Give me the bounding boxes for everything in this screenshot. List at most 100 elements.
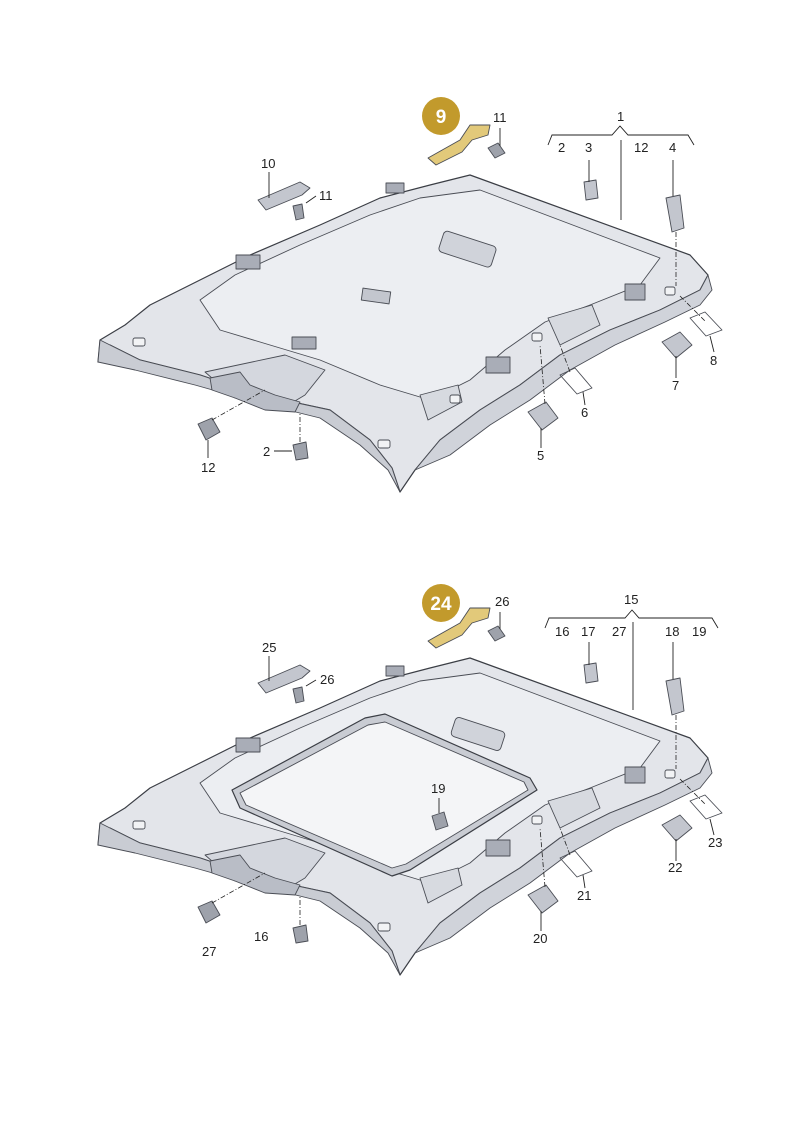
label-20: 20 <box>533 931 547 946</box>
bracket-part-25 <box>257 664 311 694</box>
badge-24 <box>422 584 460 622</box>
label-18: 18 <box>665 624 679 639</box>
dash-a2 <box>679 295 707 323</box>
dome-lamp-opening-b <box>450 717 506 751</box>
label-2b: 2 <box>263 444 270 459</box>
lead-11b <box>305 195 317 204</box>
label-1: 1 <box>617 109 624 124</box>
console-bracket-a <box>209 371 301 413</box>
label-23: 23 <box>708 835 722 850</box>
headliner-rear-flange-b <box>414 757 713 954</box>
label-25: 25 <box>262 640 276 655</box>
u-clip-part-6 <box>559 367 593 395</box>
hole-a5 <box>449 394 461 404</box>
headliner-assembly-a: 9 1 2 3 12 4 11 10 11 8 7 6 5 12 2 <box>97 97 723 493</box>
block-a5 <box>385 182 405 194</box>
label-27: 27 <box>612 624 626 639</box>
clip-part-2 <box>292 441 309 461</box>
label-6: 6 <box>581 405 588 420</box>
handle-recess-a2 <box>419 384 463 421</box>
label-10: 10 <box>261 156 275 171</box>
handle-recess-b2 <box>419 867 463 904</box>
label-8: 8 <box>710 353 717 368</box>
lead-8 <box>709 335 715 353</box>
lead-26b <box>305 679 317 687</box>
group-bracket-15 <box>544 609 719 629</box>
label-2: 2 <box>558 140 565 155</box>
block-b4 <box>624 766 646 784</box>
center-block-a <box>360 287 392 305</box>
label-21: 21 <box>577 888 591 903</box>
badge-9-text: 9 <box>436 107 447 128</box>
hole-a2 <box>377 439 391 449</box>
badge-24-text: 24 <box>430 594 452 615</box>
label-16: 16 <box>555 624 569 639</box>
block-b5 <box>385 665 405 677</box>
label-19b: 19 <box>431 781 445 796</box>
label-27b: 27 <box>202 944 216 959</box>
hole-b4 <box>664 769 676 779</box>
bracket-part-10 <box>257 181 311 211</box>
dome-lamp-opening-a <box>438 230 497 268</box>
clip-part-3 <box>583 179 599 201</box>
label-12b: 12 <box>201 460 215 475</box>
block-a2 <box>291 336 317 350</box>
badge-9 <box>422 97 460 135</box>
block-a3 <box>485 356 511 374</box>
clip-part-18 <box>665 677 685 716</box>
lead-6 <box>582 391 586 406</box>
hole-b3 <box>531 815 543 825</box>
label-12: 12 <box>634 140 648 155</box>
bracket-part-9 <box>427 124 491 166</box>
clip-part-20 <box>527 884 559 914</box>
u-clip-part-8 <box>689 311 723 337</box>
hole-b2 <box>377 922 391 932</box>
lead-21 <box>582 874 586 889</box>
screw-part-26b <box>292 686 305 704</box>
hole-b1 <box>132 820 146 830</box>
sunroof-opening-b <box>239 721 529 869</box>
label-11b: 11 <box>319 188 333 203</box>
label-17: 17 <box>581 624 595 639</box>
label-22: 22 <box>668 860 682 875</box>
dash-b2 <box>679 778 707 806</box>
hole-a3 <box>531 332 543 342</box>
clip-part-5 <box>527 401 559 431</box>
dash-a6 <box>559 344 571 373</box>
clip-part-22 <box>661 814 693 842</box>
clip-part-17 <box>583 662 599 684</box>
u-clip-part-23 <box>689 794 723 820</box>
screw-part-11a <box>487 142 506 159</box>
block-b1 <box>235 737 261 753</box>
label-16b: 16 <box>254 929 268 944</box>
label-7: 7 <box>672 378 679 393</box>
headliner-rear-flange-a <box>414 274 713 471</box>
clip-part-16 <box>292 924 309 944</box>
clip-part-12 <box>197 417 221 441</box>
console-bracket-b <box>209 854 301 896</box>
label-15: 15 <box>624 592 638 607</box>
label-19: 19 <box>692 624 706 639</box>
hole-a4 <box>664 286 676 296</box>
label-11a: 11 <box>493 110 507 125</box>
label-3: 3 <box>585 140 592 155</box>
block-a1 <box>235 254 261 270</box>
dash-b3 <box>211 872 266 904</box>
bracket-part-24 <box>427 607 491 649</box>
clip-part-7 <box>661 331 693 359</box>
block-b3 <box>485 839 511 857</box>
handle-recess-b1 <box>547 787 601 829</box>
group-bracket-1 <box>547 125 695 146</box>
dash-a3 <box>211 389 266 421</box>
lead-23 <box>709 818 715 836</box>
clip-part-27 <box>197 900 221 924</box>
screw-part-11b <box>292 203 305 221</box>
hole-a1 <box>132 337 146 347</box>
u-clip-part-21 <box>559 850 593 878</box>
label-5: 5 <box>537 448 544 463</box>
headliner-assembly-b: 24 15 16 17 27 18 19 26 25 26 19 23 22 2… <box>97 584 723 976</box>
label-4: 4 <box>669 140 676 155</box>
label-26b: 26 <box>320 672 334 687</box>
handle-recess-a1 <box>547 304 601 346</box>
